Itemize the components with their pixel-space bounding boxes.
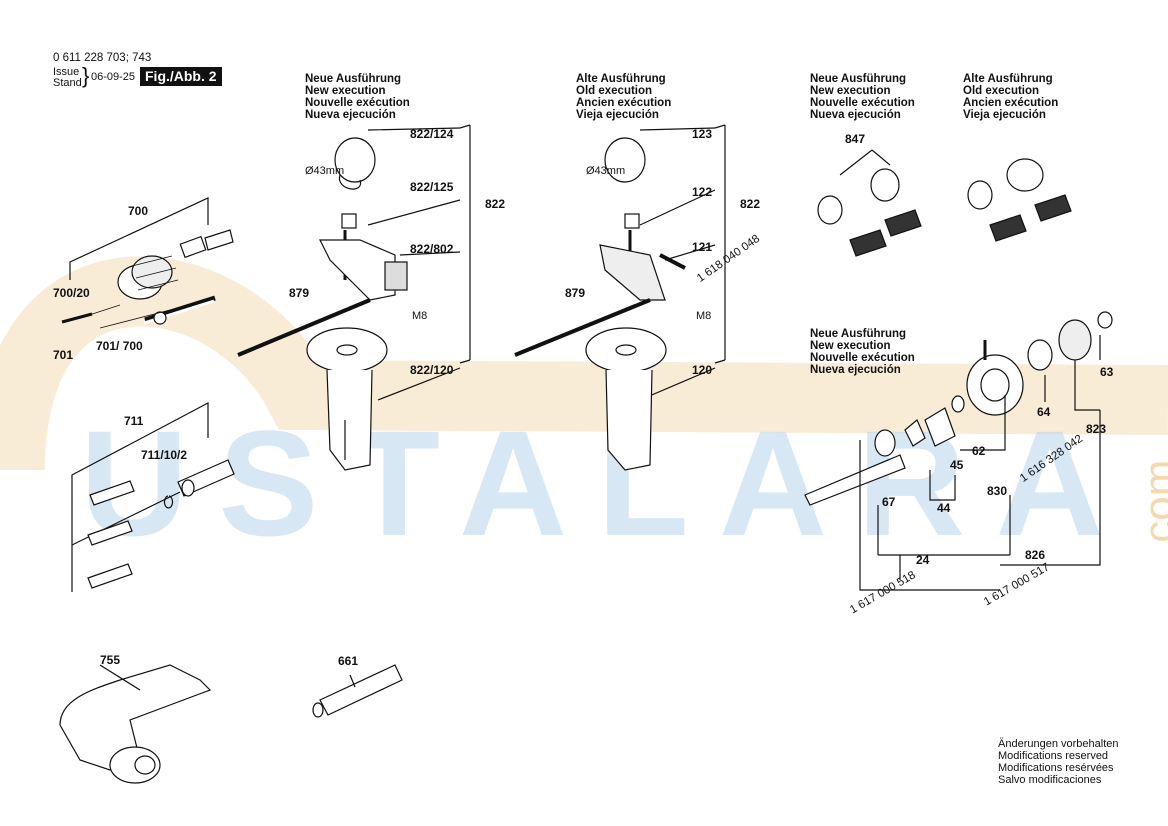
label-64: 64 xyxy=(1037,405,1051,419)
gear-assembly xyxy=(804,311,1113,591)
label-700-20: 700/20 xyxy=(53,286,90,300)
bearing-new xyxy=(817,149,922,257)
issue-label: Issue xyxy=(53,66,80,78)
handle-old xyxy=(514,124,726,471)
label-d43-old: Ø43mm xyxy=(586,165,626,177)
label-62: 62 xyxy=(972,444,986,458)
stand-label: Stand xyxy=(53,77,82,89)
label-711: 711 xyxy=(124,414,144,428)
label-24: 24 xyxy=(916,553,930,567)
label-45: 45 xyxy=(950,458,964,472)
label-700: 700 xyxy=(128,204,149,218)
label-123: 123 xyxy=(692,127,713,141)
label-44: 44 xyxy=(937,501,951,515)
angle-attachment xyxy=(59,664,212,784)
label-755: 755 xyxy=(100,653,121,667)
label-67: 67 xyxy=(882,495,896,509)
label-822-120: 822/120 xyxy=(410,363,454,377)
label-m8-old: M8 xyxy=(696,310,712,322)
label-826: 826 xyxy=(1025,548,1046,562)
label-711-10-2: 711/10/2 xyxy=(141,448,188,462)
issue-date: 06-09-25 xyxy=(91,71,136,83)
bits-assembly xyxy=(71,402,235,592)
label-121: 121 xyxy=(692,240,713,254)
label-701: 701 xyxy=(53,348,74,362)
label-122: 122 xyxy=(692,185,713,199)
label-63: 63 xyxy=(1100,365,1114,379)
label-120: 120 xyxy=(692,363,713,377)
label-830: 830 xyxy=(987,484,1008,498)
bearing-old xyxy=(967,158,1072,242)
label-879-new: 879 xyxy=(289,286,310,300)
label-822-802: 822/802 xyxy=(410,242,454,256)
label-823: 823 xyxy=(1086,422,1107,436)
label-879-old: 879 xyxy=(565,286,586,300)
chuck-assembly xyxy=(61,197,234,329)
label-822-124: 822/124 xyxy=(410,127,454,141)
label-d43-new: Ø43mm xyxy=(305,165,345,177)
label-m8-new: M8 xyxy=(412,310,428,322)
label-847: 847 xyxy=(845,132,866,146)
label-701-700: 701/ 700 xyxy=(96,339,143,353)
label-822-125: 822/125 xyxy=(410,180,454,194)
grease-tube xyxy=(312,664,403,718)
label-822-old: 822 xyxy=(740,197,761,211)
label-822-new: 822 xyxy=(485,197,506,211)
handle-new xyxy=(237,124,471,471)
label-661: 661 xyxy=(338,654,359,668)
figure-label: Fig./Abb. 2 xyxy=(140,67,222,86)
brace-glyph: } xyxy=(82,63,90,88)
part-number: 0 611 228 703; 743 xyxy=(53,52,152,64)
